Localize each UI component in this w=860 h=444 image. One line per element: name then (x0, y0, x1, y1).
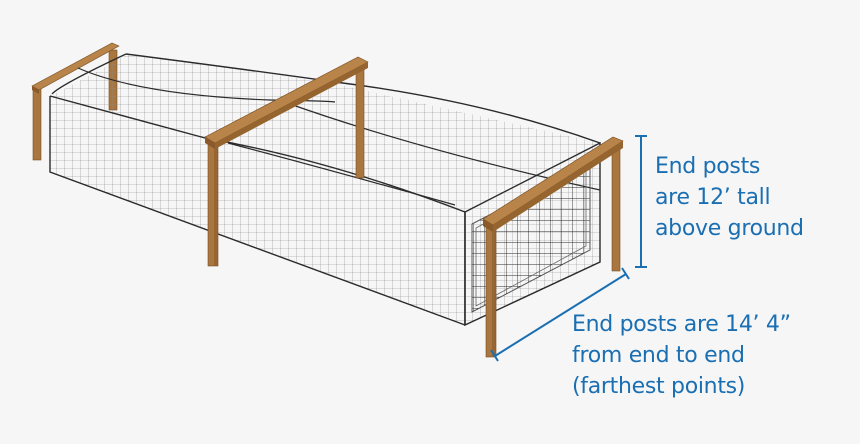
front-right-post-frame (482, 136, 624, 358)
post-height-line-1: End posts (655, 154, 761, 179)
post-height-annotation: End posts are 12’ tall above ground (655, 151, 804, 244)
post-span-annotation: End posts are 14’ 4” from end to end (fa… (572, 309, 791, 402)
post-height-line-3: above ground (655, 216, 804, 241)
post-span-line-3: (farthest points) (572, 374, 746, 399)
post-height-line-2: are 12’ tall (655, 185, 771, 210)
post-span-line-1: End posts are 14’ 4” (572, 312, 791, 337)
middle-post-frame (204, 56, 369, 267)
width-dimension-bracket (490, 267, 630, 362)
post-span-line-2: from end to end (572, 343, 745, 368)
height-dimension-bracket (635, 135, 647, 268)
